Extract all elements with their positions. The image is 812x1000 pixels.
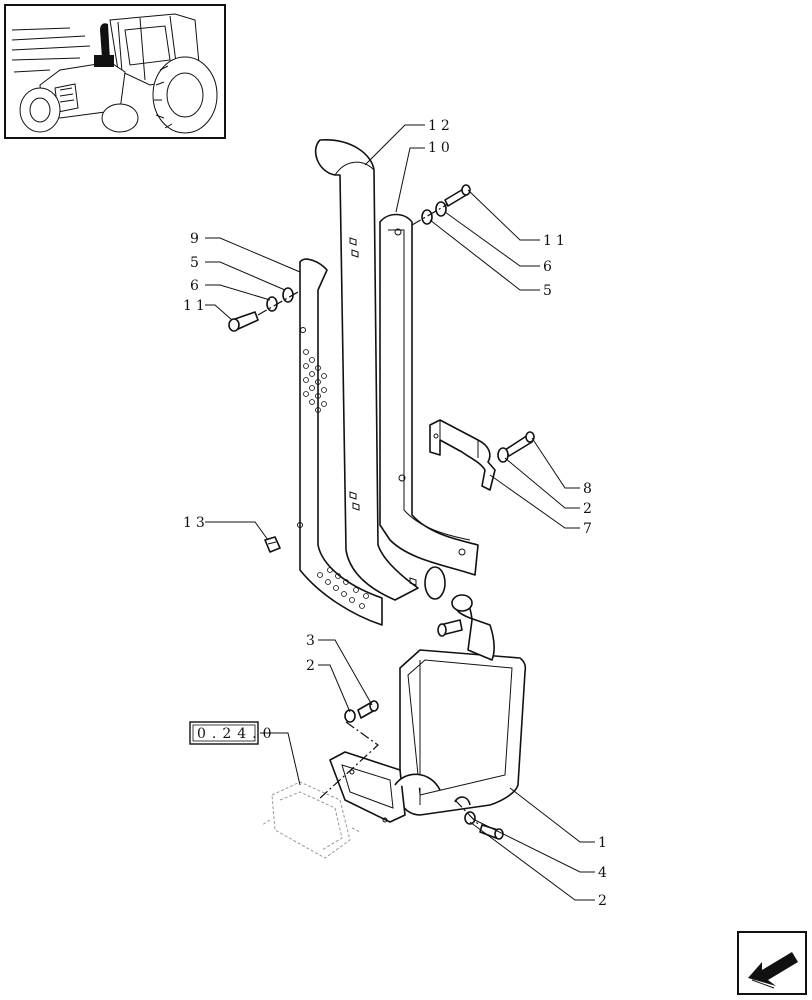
callout-2-upper: 2 <box>306 658 319 674</box>
callout-2-bracket: 2 <box>583 501 596 517</box>
tractor-thumbnail-icon <box>4 4 226 139</box>
callout-11-right: 11 <box>543 233 569 249</box>
bolt-bottom <box>454 799 504 840</box>
exhaust-pipe-12 <box>314 139 419 601</box>
bracket-7 <box>429 419 535 491</box>
clip-13 <box>264 536 281 553</box>
callout-6-left: 6 <box>190 278 203 294</box>
callout-3: 3 <box>306 633 319 649</box>
callout-6-right: 6 <box>543 259 556 275</box>
callout-5-right: 5 <box>543 283 556 299</box>
callout-1: 1 <box>598 835 611 851</box>
callout-11-left: 11 <box>183 298 209 314</box>
callout-4: 4 <box>598 865 611 881</box>
heat-shield-9 <box>297 258 383 626</box>
bolt-11-left <box>228 287 299 332</box>
callout-9: 9 <box>190 231 203 247</box>
callout-2-lower: 2 <box>598 893 611 909</box>
turbo-ghost-part <box>261 781 361 859</box>
silencer-1 <box>329 594 527 823</box>
callout-10: 10 <box>428 140 454 156</box>
bolt-3 <box>317 700 379 801</box>
callout-labels: 12 10 9 5 6 11 11 6 5 8 2 7 13 3 2 1 4 2 <box>183 118 611 909</box>
callout-12: 12 <box>428 118 454 134</box>
callout-8: 8 <box>583 481 596 497</box>
pipe-10 <box>349 213 479 600</box>
callout-7: 7 <box>583 521 596 537</box>
next-page-arrow-icon[interactable] <box>737 931 807 995</box>
leader-lines <box>205 124 595 901</box>
reference-box[interactable]: 0.24.0 <box>189 721 278 745</box>
callout-5-left: 5 <box>190 255 203 271</box>
bolt-11-right <box>411 184 471 226</box>
callout-13: 13 <box>183 515 209 531</box>
reference-label: 0.24.0 <box>197 726 278 742</box>
